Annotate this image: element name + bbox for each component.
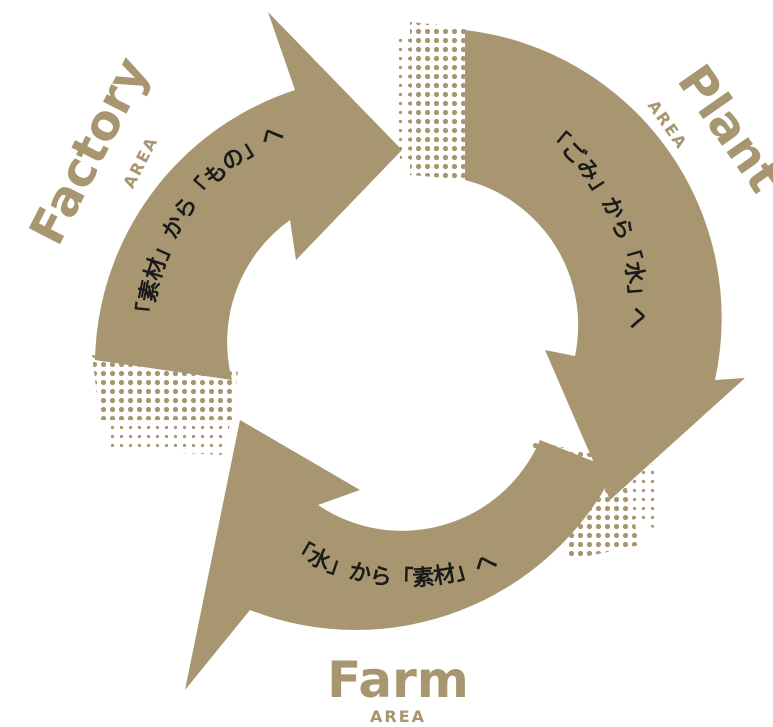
farm-arrow	[185, 420, 660, 690]
plant-arrow	[395, 22, 745, 500]
farm-label: Farm AREA	[327, 651, 469, 726]
plant-dot-fade-light	[395, 30, 420, 170]
factory-arrow	[92, 12, 402, 455]
farm-dot-fade-light	[600, 430, 660, 530]
farm-name: Farm	[327, 651, 469, 709]
farm-dot-fade	[530, 440, 640, 560]
plant-dot-fade	[410, 22, 470, 180]
farm-sub: AREA	[370, 707, 426, 726]
factory-dot-fade-light	[100, 400, 232, 455]
